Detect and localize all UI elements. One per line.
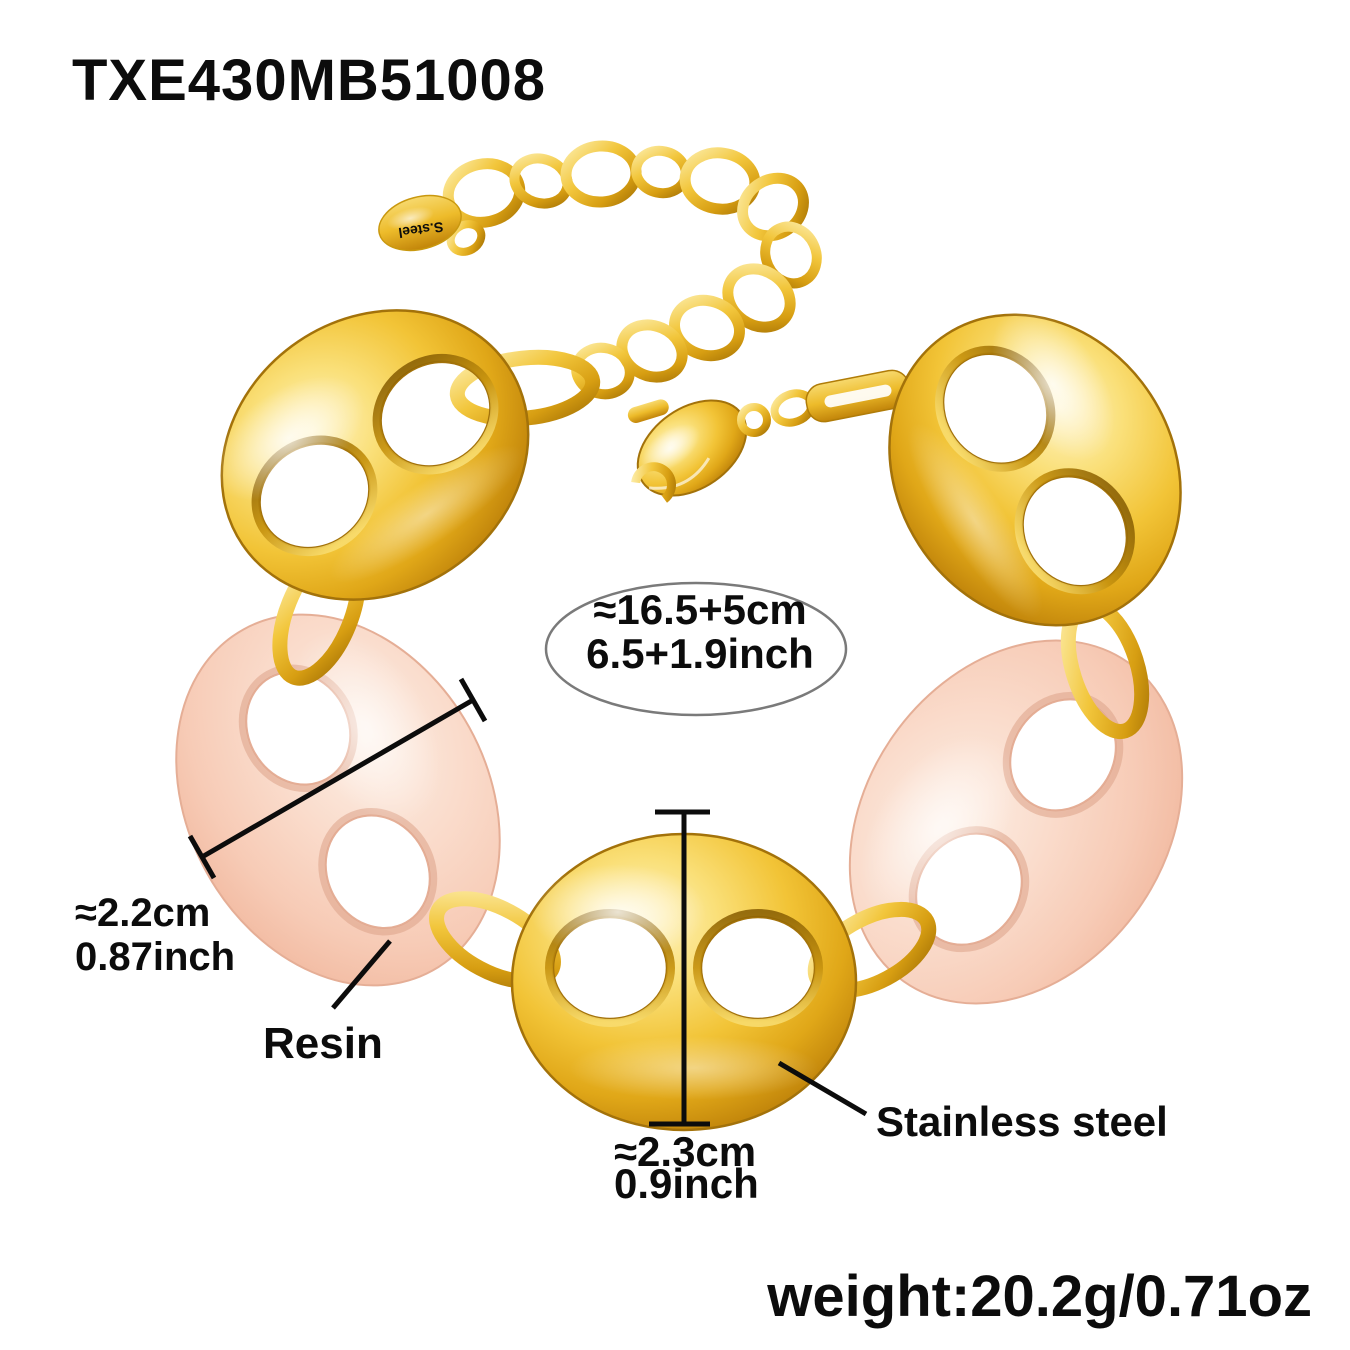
steel-height-measure [649, 809, 710, 1127]
resin-leader-line [331, 939, 392, 1010]
lobster-clasp [627, 389, 816, 503]
steel-height-cm: ≈2.3cm [614, 1128, 756, 1175]
product-code: TXE430MB51008 [72, 48, 546, 113]
resin-link-right [848, 639, 1184, 1005]
resin-label: Resin [263, 1019, 383, 1068]
clasp-trigger [627, 399, 669, 423]
size-bubble-cm: ≈16.5+5cm [593, 586, 806, 633]
flat-connector-link [805, 369, 911, 423]
resin-width-measure [187, 677, 488, 880]
resin-width-inch: 0.87inch [75, 935, 235, 979]
steel-height-inch: 0.9inch [614, 1160, 759, 1207]
product-weight: weight:20.2g/0.71oz [766, 1264, 1312, 1329]
clasp-ring [737, 403, 771, 437]
size-bubble-inch: 6.5+1.9inch [586, 630, 814, 677]
steel-leader-line [777, 1060, 868, 1117]
resin-width-cm: ≈2.2cm [75, 891, 210, 935]
steel-link-top-right [888, 308, 1182, 627]
brand-tag: S.steel [378, 194, 462, 252]
resin-link-left [175, 613, 501, 987]
steel-link-top-left [213, 309, 530, 601]
size-bubble: ≈16.5+5cm 6.5+1.9inch [544, 581, 848, 717]
steel-label: Stainless steel [876, 1098, 1168, 1145]
tag-engraving-text: S.steel [398, 219, 445, 241]
